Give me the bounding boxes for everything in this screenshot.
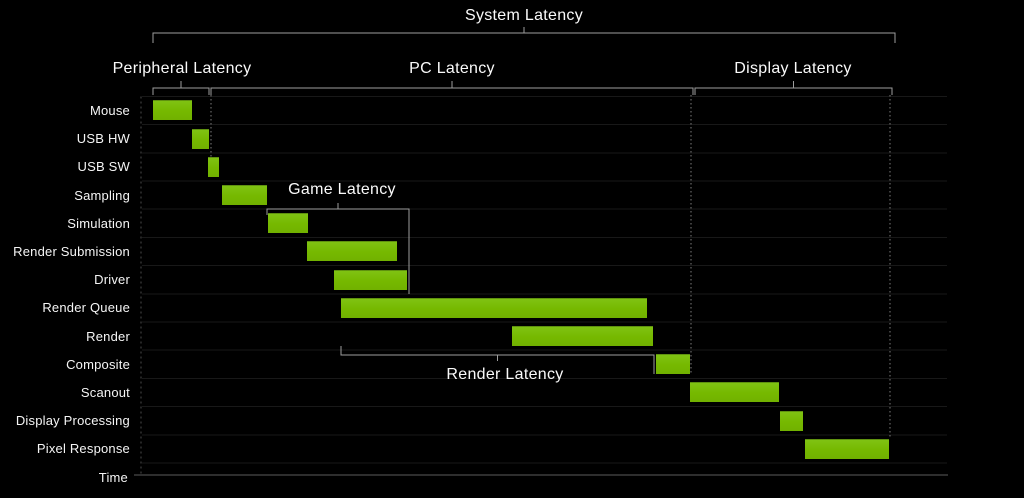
row-label-usb-hw: USB HW [76,131,130,147]
row-label-scanout: Scanout [80,384,130,400]
game-latency-bracket [266,203,410,294]
row-label-composite: Composite [66,356,130,372]
bar-simulation [268,213,308,234]
bar-render-submission [307,241,397,262]
bar-render [512,326,653,346]
bar-driver [334,269,407,290]
bar-display-processing [780,410,803,431]
bar-composite [656,354,690,375]
section-label-peripheral-latency: Peripheral Latency [112,60,252,77]
bar-sampling [222,185,267,205]
pc-latency-bracket [210,81,694,95]
system-latency-bracket [152,27,896,43]
row-label-render-queue: Render Queue [42,300,130,316]
row-label-render-submission: Render Submission [13,243,130,259]
bar-mouse [153,100,192,121]
row-label-pixel-response: Pixel Response [36,441,130,457]
bar-render-queue [341,297,647,318]
time-axis-label: Time [98,469,128,485]
bar-usb-sw [208,156,219,177]
display-latency-bracket [694,81,893,95]
row-label-usb-sw: USB SW [77,159,130,175]
bar-scanout [690,382,779,403]
section-label-display-latency: Display Latency [734,60,852,77]
peripheral-latency-bracket [152,81,210,95]
row-label-render: Render [86,328,130,344]
section-label-pc-latency: PC Latency [409,60,495,77]
row-label-sampling: Sampling [74,187,130,203]
bar-usb-hw [192,128,209,149]
chart-title: System Latency [464,7,584,24]
bracket-label-game-latency: Game Latency [288,181,396,198]
bracket-label-render-latency: Render Latency [446,366,564,383]
row-label-driver: Driver [94,272,130,288]
bar-pixel-response [805,438,889,459]
row-label-mouse: Mouse [89,102,130,118]
render-latency-bracket [340,346,655,375]
row-label-display-processing: Display Processing [15,413,130,429]
row-label-simulation: Simulation [67,215,130,231]
